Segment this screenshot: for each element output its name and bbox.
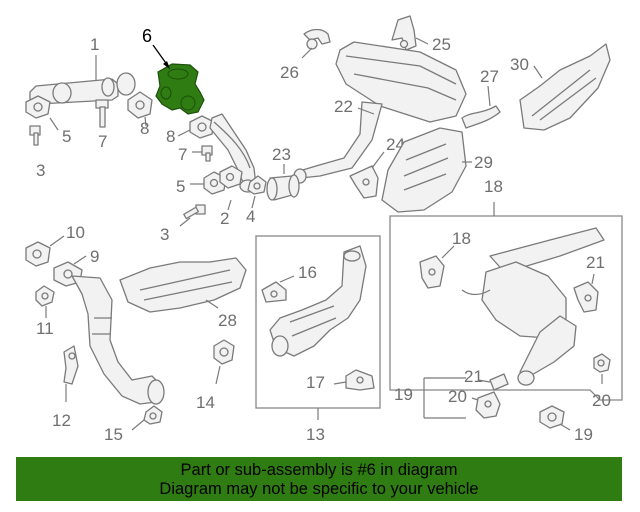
part-19-gasket[interactable] [539,405,565,429]
callout-32: 28 [218,311,237,330]
callout-3b: 3 [160,225,169,244]
callout-29: 25 [432,35,451,54]
callout-18: 18 [484,177,503,196]
callout-7a: 7 [98,132,107,151]
part-28-bracket[interactable] [349,165,379,199]
part-25-clip[interactable] [489,373,509,391]
group-18-box [389,215,623,401]
part-8-gasket-lower[interactable] [189,115,215,139]
part-34-heat-shield[interactable] [519,43,611,131]
callout-15: 15 [104,425,123,444]
banner-line-1: Part or sub-assembly is #6 in diagram [180,461,458,479]
part-24-valve[interactable] [475,391,501,419]
callout-2: 2 [220,209,229,228]
part-1-front-pipe[interactable] [29,72,136,105]
callout-10: 10 [66,223,85,242]
callout-14: 14 [196,393,215,412]
banner-line-2: Diagram may not be specific to your vehi… [159,480,479,498]
part-33-heat-shield[interactable] [381,127,467,213]
callout-22: 18 [452,229,471,248]
part-20-nut[interactable] [593,353,611,373]
callout-3a: 3 [36,161,45,180]
callout-13: 13 [306,425,325,444]
bracket-23 [423,377,466,419]
callout-7b: 7 [178,145,187,164]
callout-34: 30 [510,55,529,74]
callout-31: 27 [480,67,499,86]
part-21-hanger[interactable] [573,281,599,313]
part-31-hanger[interactable] [461,105,501,129]
part-17-bracket[interactable] [345,369,375,391]
part-18-muffler-assembly[interactable] [461,227,605,386]
part-30-hanger[interactable] [303,28,331,50]
part-3-bolt-lower[interactable] [183,204,206,220]
part-15-nut[interactable] [143,405,163,425]
callout-17: 17 [306,373,325,392]
callout-20: 20 [592,391,611,410]
info-banner: Part or sub-assembly is #6 in diagram Di… [16,457,622,501]
part-catalytic-converter[interactable] [71,275,165,405]
part-26-muffler-pipe[interactable] [293,41,467,184]
callout-24: 20 [448,387,467,406]
part-6-flange-highlighted[interactable] [155,63,205,115]
part-12-bracket[interactable] [63,345,79,385]
part-5-gasket-left[interactable] [25,95,51,119]
callout-5b: 5 [176,177,185,196]
part-29-bracket[interactable] [391,15,417,51]
part-32-heat-shield[interactable] [119,257,247,313]
callout-12: 12 [52,411,71,430]
callout-5a: 5 [62,127,71,146]
part-14-gasket[interactable] [213,339,235,365]
callout-19: 19 [574,425,593,444]
part-4-nut[interactable] [247,175,267,195]
callout-6: 6 [142,26,152,46]
part-27-flex-pipe[interactable] [266,174,300,201]
part-22-hanger[interactable] [419,255,445,289]
part-7-bolt-upper[interactable] [95,99,109,128]
callout-9: 9 [90,247,99,266]
callout-8a: 8 [140,119,149,138]
callout-1: 1 [90,35,99,54]
part-5-gasket-lower[interactable] [203,165,243,195]
callout-26: 22 [334,97,353,116]
callout-30: 26 [280,63,299,82]
part-13-converter[interactable] [269,245,367,357]
part-11-nut[interactable] [35,285,55,307]
part-3-bolt-left[interactable] [29,125,41,146]
callout-4: 4 [246,207,255,226]
callout-11: 11 [36,319,54,338]
part-16-bracket[interactable] [261,281,287,303]
part-8-gasket-upper[interactable] [127,91,153,119]
callout-25: 21 [464,367,483,386]
part-7-bolt-lower[interactable] [201,145,213,162]
callout-23: 19 [394,385,413,404]
callout-21: 21 [586,253,605,272]
part-10-gasket[interactable] [25,241,51,267]
callout-27: 23 [272,145,291,164]
callout-16: 16 [298,263,317,282]
callout-8b: 8 [166,127,175,146]
callout-33: 29 [474,153,493,172]
